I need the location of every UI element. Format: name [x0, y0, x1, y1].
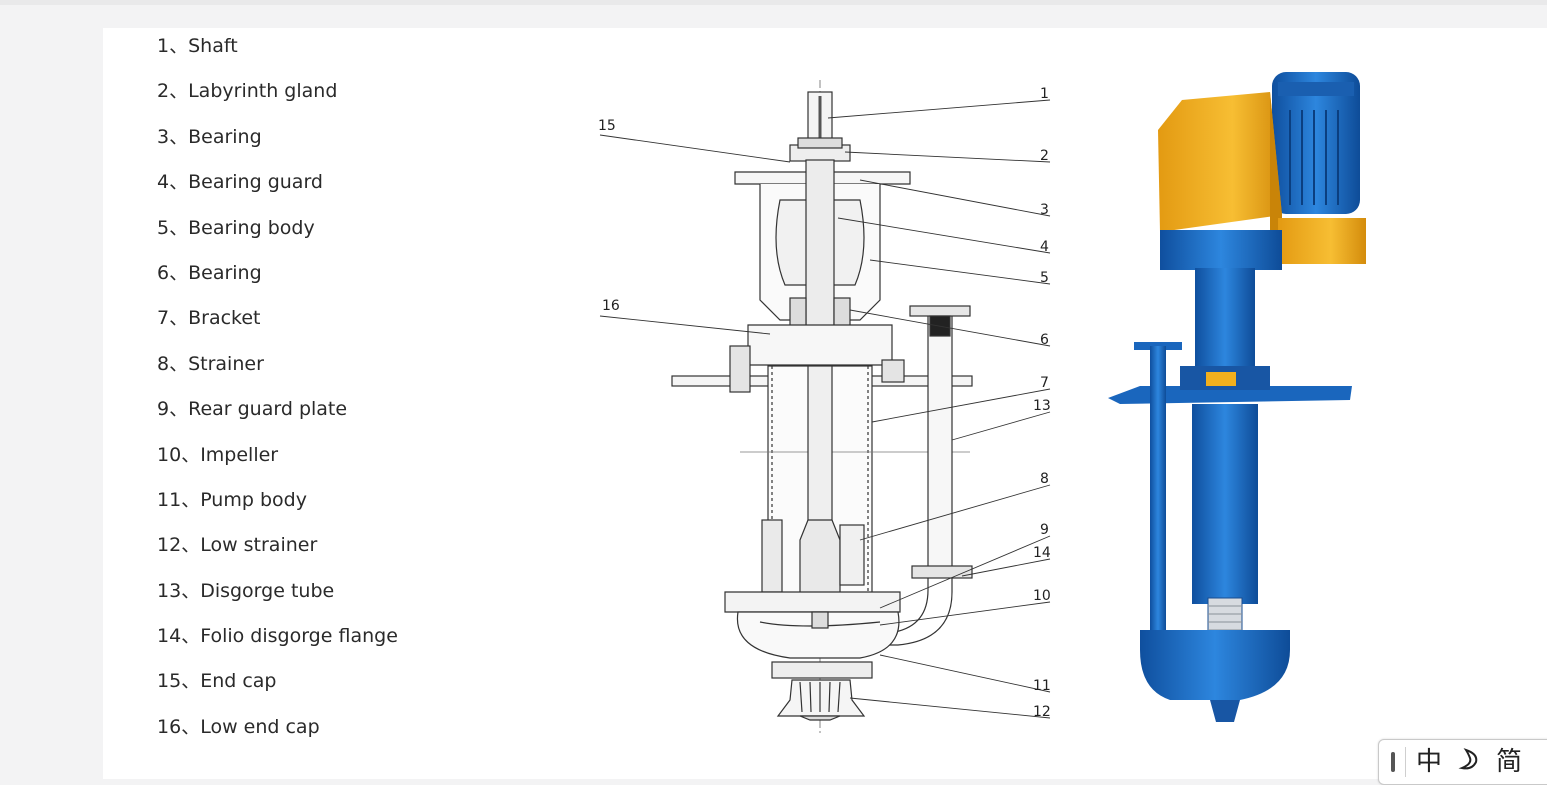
pump-product-illustration	[1108, 72, 1366, 722]
callout-5: 5	[1040, 270, 1049, 286]
callout-6: 6	[1040, 332, 1049, 348]
legend-number: 6、	[157, 261, 189, 284]
legend-number: 10、	[157, 443, 201, 466]
legend-number: 7、	[157, 307, 189, 330]
legend-label: Labyrinth gland	[188, 80, 338, 103]
legend-number: 2、	[157, 80, 189, 103]
legend-number: 16、	[157, 715, 201, 738]
legend-label: Bracket	[188, 307, 261, 330]
top-bar	[0, 0, 1547, 5]
legend-label: Bearing	[188, 261, 262, 284]
legend-number: 8、	[157, 352, 189, 375]
legend-item: 2、Labyrinth gland	[157, 75, 398, 120]
legend-label: End cap	[200, 670, 277, 693]
legend-number: 12、	[157, 534, 201, 557]
drag-handle-icon[interactable]	[1391, 752, 1395, 772]
callout-9: 9	[1040, 522, 1049, 538]
callout-13: 13	[1033, 398, 1051, 414]
legend-item: 1、Shaft	[157, 30, 398, 75]
callout-16: 16	[602, 298, 620, 314]
callout-10: 10	[1033, 588, 1051, 604]
ime-script-toggle[interactable]: 简	[1496, 747, 1523, 777]
legend-item: 14、Folio disgorge flange	[157, 620, 398, 665]
legend-item: 12、Low strainer	[157, 529, 398, 574]
legend-item: 7、Bracket	[157, 302, 398, 347]
legend-number: 4、	[157, 171, 189, 194]
ime-mode-toggle[interactable]: 中	[1416, 747, 1443, 777]
legend-number: 13、	[157, 579, 201, 602]
parts-legend: 1、Shaft 2、Labyrinth gland 3、Bearing 4、Be…	[157, 30, 398, 756]
legend-label: Rear guard plate	[188, 398, 348, 421]
legend-number: 15、	[157, 670, 201, 693]
callout-11: 11	[1033, 678, 1051, 694]
legend-number: 1、	[157, 35, 189, 57]
legend-label: Shaft	[188, 35, 238, 57]
callout-3: 3	[1040, 202, 1049, 218]
legend-label: Bearing body	[188, 216, 315, 239]
legend-item: 9、Rear guard plate	[157, 393, 398, 438]
legend-item: 15、End cap	[157, 665, 398, 710]
legend-number: 5、	[157, 216, 189, 239]
legend-label: Strainer	[188, 352, 264, 375]
callout-2: 2	[1040, 148, 1049, 164]
legend-label: Disgorge tube	[200, 579, 335, 602]
callout-1: 1	[1040, 86, 1049, 102]
legend-label: Impeller	[200, 443, 279, 466]
legend-label: Low end cap	[200, 715, 320, 738]
callout-14: 14	[1033, 545, 1051, 561]
legend-number: 3、	[157, 125, 189, 148]
toolbar-divider	[1405, 747, 1406, 777]
callout-7: 7	[1040, 375, 1049, 391]
callout-12: 12	[1033, 704, 1051, 720]
legend-item: 8、Strainer	[157, 348, 398, 393]
legend-label: Folio disgorge flange	[200, 625, 398, 648]
ime-toolbar[interactable]: 中 简	[1378, 739, 1547, 785]
callout-4: 4	[1040, 239, 1049, 255]
legend-item: 10、Impeller	[157, 439, 398, 484]
legend-number: 9、	[157, 398, 189, 421]
legend-label: Low strainer	[200, 534, 318, 557]
moon-icon[interactable]	[1458, 747, 1480, 777]
legend-item: 11、Pump body	[157, 484, 398, 529]
legend-item: 4、Bearing guard	[157, 166, 398, 211]
legend-number: 14、	[157, 625, 201, 648]
legend-label: Bearing guard	[188, 171, 323, 194]
pump-cross-section-diagram: 1 2 3 4 5 6 7 13 8 9 14 10 11 12 15 16	[598, 80, 1051, 735]
legend-item: 13、Disgorge tube	[157, 575, 398, 620]
legend-item: 3、Bearing	[157, 121, 398, 166]
callout-8: 8	[1040, 471, 1049, 487]
legend-item: 16、Low end cap	[157, 711, 398, 756]
legend-label: Pump body	[200, 488, 307, 511]
legend-number: 11、	[157, 488, 201, 511]
legend-item: 5、Bearing body	[157, 212, 398, 257]
callout-15: 15	[598, 118, 616, 134]
legend-item: 6、Bearing	[157, 257, 398, 302]
legend-label: Bearing	[188, 125, 262, 148]
